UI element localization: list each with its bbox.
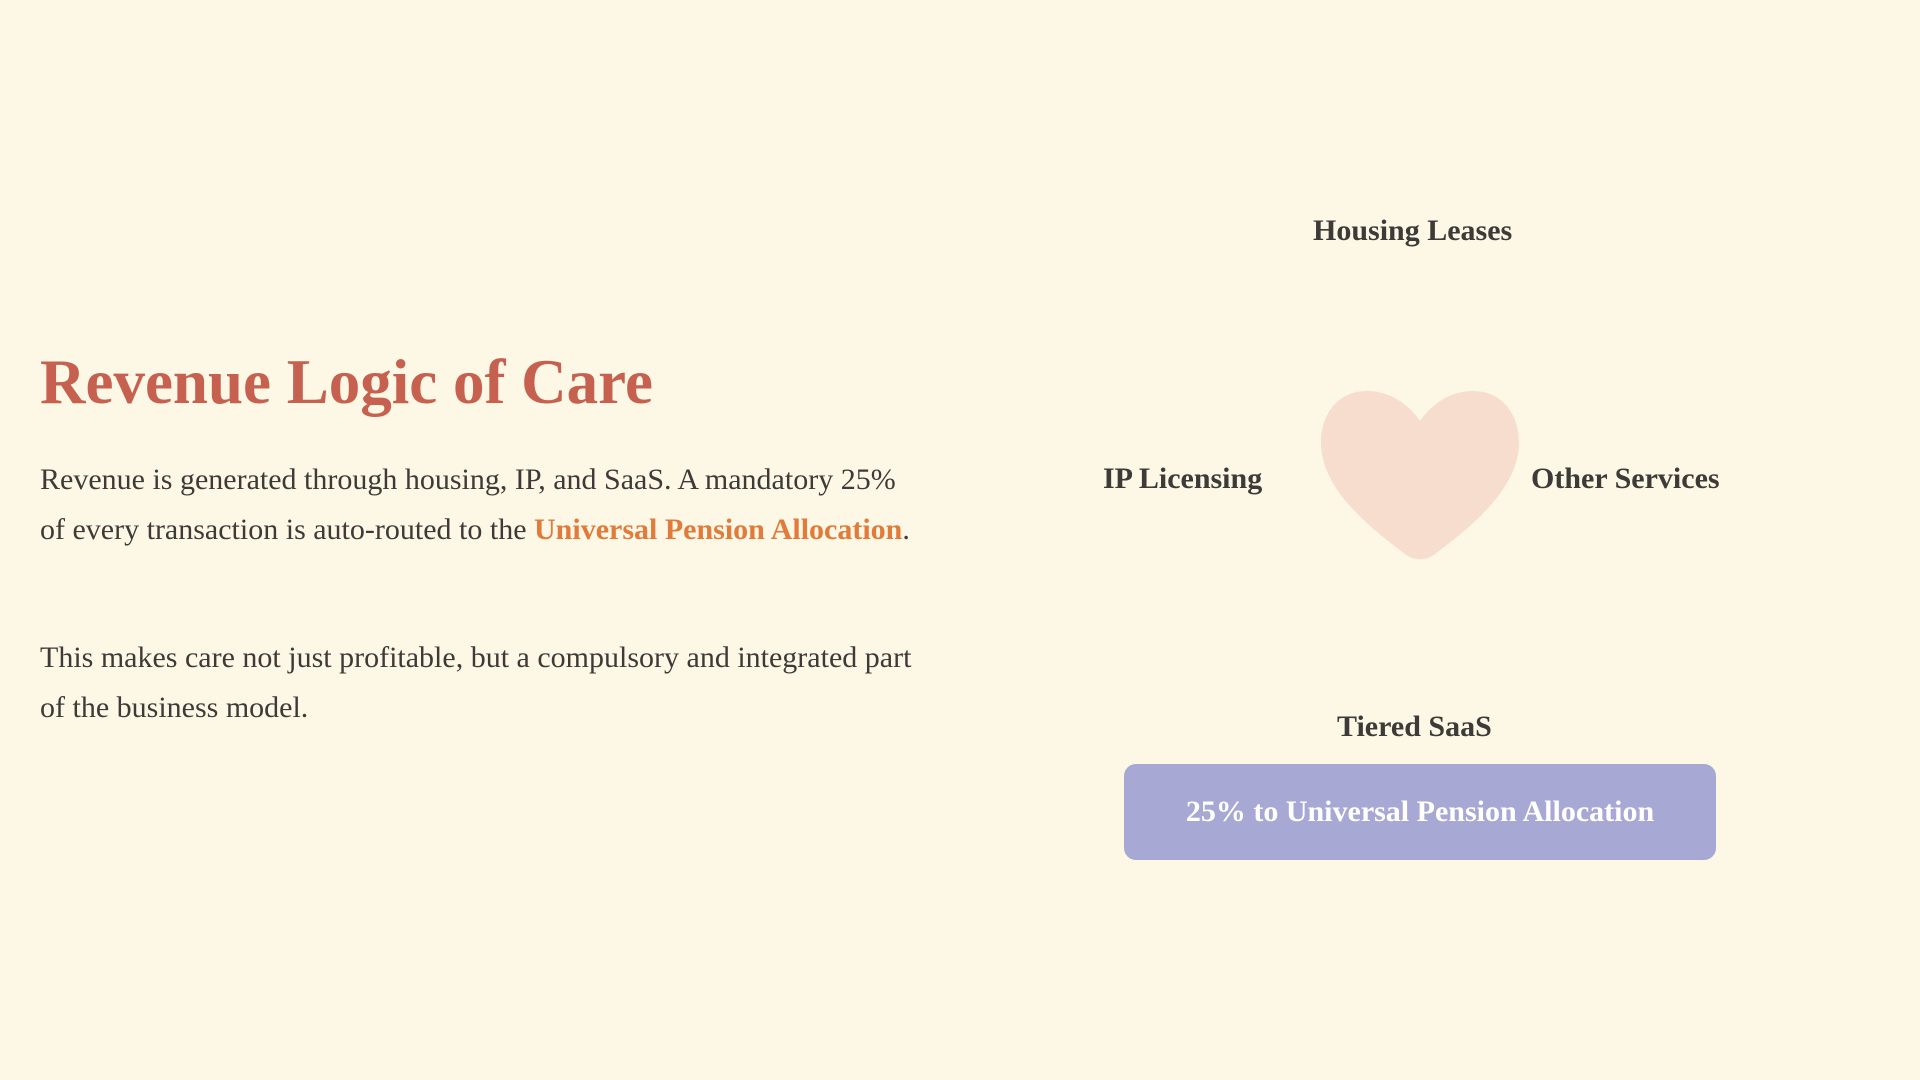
- node-other-services: Other Services: [1531, 462, 1720, 495]
- revenue-description-end: .: [902, 513, 910, 546]
- slide-title: Revenue Logic of Care: [40, 347, 653, 417]
- pension-allocation-box: 25% to Universal Pension Allocation: [1124, 764, 1716, 860]
- heart-icon: [1321, 391, 1519, 561]
- care-statement: This makes care not just profitable, but…: [40, 641, 912, 724]
- node-housing-leases: Housing Leases: [1313, 214, 1513, 247]
- node-tiered-saas: Tiered SaaS: [1337, 710, 1492, 743]
- pension-allocation-highlight: Universal Pension Allocation: [534, 513, 903, 546]
- revenue-description: Revenue is generated through housing, IP…: [40, 455, 920, 555]
- node-ip-licensing: IP Licensing: [1103, 462, 1263, 495]
- revenue-description-text: Revenue is generated through housing, IP…: [40, 463, 896, 546]
